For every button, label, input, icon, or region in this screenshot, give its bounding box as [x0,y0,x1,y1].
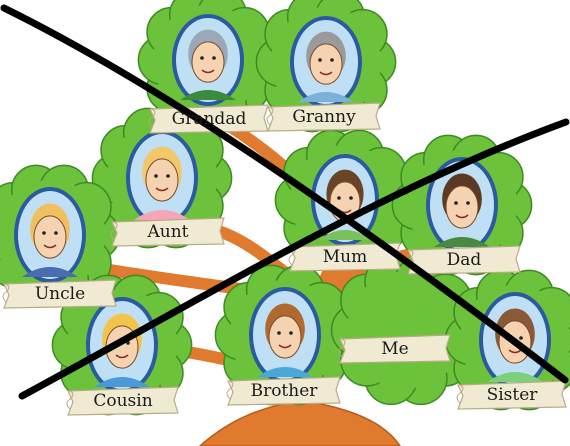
portrait-eye [289,331,293,335]
granny-portrait [290,16,362,108]
portrait-eye [42,231,46,235]
portrait-eye [330,58,334,62]
scroll-banner [3,279,117,309]
dad-label: Dad [446,250,482,270]
granny-label: Granny [292,107,356,127]
me-label: Me [381,339,409,359]
aunt-scroll [110,217,225,247]
portrait-mouth [508,349,522,354]
brother-portrait [249,287,321,383]
portrait-mouth [115,354,129,359]
scroll-banner [407,245,521,275]
portrait-mouth [455,214,469,219]
sister-label: Sister [486,385,538,405]
brother-scroll [226,376,341,406]
cross-out-strokes [0,4,570,400]
aunt-portrait [126,130,198,226]
scroll-curl [226,380,234,400]
scroll-curl [266,106,274,126]
scroll-banner [267,102,381,132]
portrait-eye [466,201,470,205]
me-scroll [338,334,451,364]
label-scrolls [2,102,567,416]
scroll-curl [148,108,156,128]
dad-portrait [426,157,498,253]
scroll-curl [2,283,10,303]
strike-line-1 [0,4,569,384]
grandad-portrait [172,14,244,106]
portrait-mouth [155,187,169,192]
scroll-banner [111,217,225,247]
tree-roots [198,399,401,446]
mum-portrait [311,154,379,246]
cousin-label: Cousin [93,391,153,411]
portrait-eye [166,174,170,178]
portrait-eye [212,56,216,60]
scroll-banner [289,242,401,272]
granny-scroll [266,102,381,132]
uncle-label: Uncle [34,284,86,304]
portrait-face [33,215,67,259]
brother-label: Brother [250,381,318,401]
portrait-eye [349,196,353,200]
grandad-label: Grandad [171,109,247,129]
portrait-shoulders [257,367,313,377]
scroll-curl [456,384,464,404]
portrait-mouth [319,71,333,76]
portrait-face [145,158,179,202]
portrait-face [191,41,225,83]
portrait-mouth [201,69,215,74]
portrait-mouth [43,244,57,249]
scroll-banner [227,376,341,406]
scroll-curl [110,221,118,241]
aunt-label: Aunt [147,222,189,242]
portrait-eye [277,331,281,335]
portrait-shoulders [22,267,78,277]
portrait-shoulders [298,92,354,102]
portrait-eye [454,201,458,205]
portrait-mouth [278,344,292,349]
uncle-scroll [2,279,117,309]
portrait-face [445,185,479,229]
strike-line-2 [18,118,570,400]
mum-label: Mum [322,247,368,267]
portrait-shoulders [434,237,490,247]
portrait-eye [519,336,523,340]
scroll-banner [67,386,179,416]
scroll-curl [338,338,346,358]
portrait-eye [154,174,158,178]
mum-scroll [288,242,401,272]
portrait-shoulders [180,90,236,100]
foliage-bush [330,254,482,406]
portrait-eye [200,56,204,60]
portrait-shoulders [94,377,150,387]
portrait-face [309,43,343,85]
uncle-portrait [14,187,86,283]
portrait-eye [54,231,58,235]
portrait-eye [318,58,322,62]
cousin-scroll [66,386,179,416]
portrait-shoulders [487,372,543,382]
scroll-curl [66,390,74,410]
portrait-shoulders [319,230,371,240]
portrait-face [268,315,302,359]
scroll-banner [339,334,451,364]
portrait-eye [337,196,341,200]
portrait-shoulders [134,210,190,220]
